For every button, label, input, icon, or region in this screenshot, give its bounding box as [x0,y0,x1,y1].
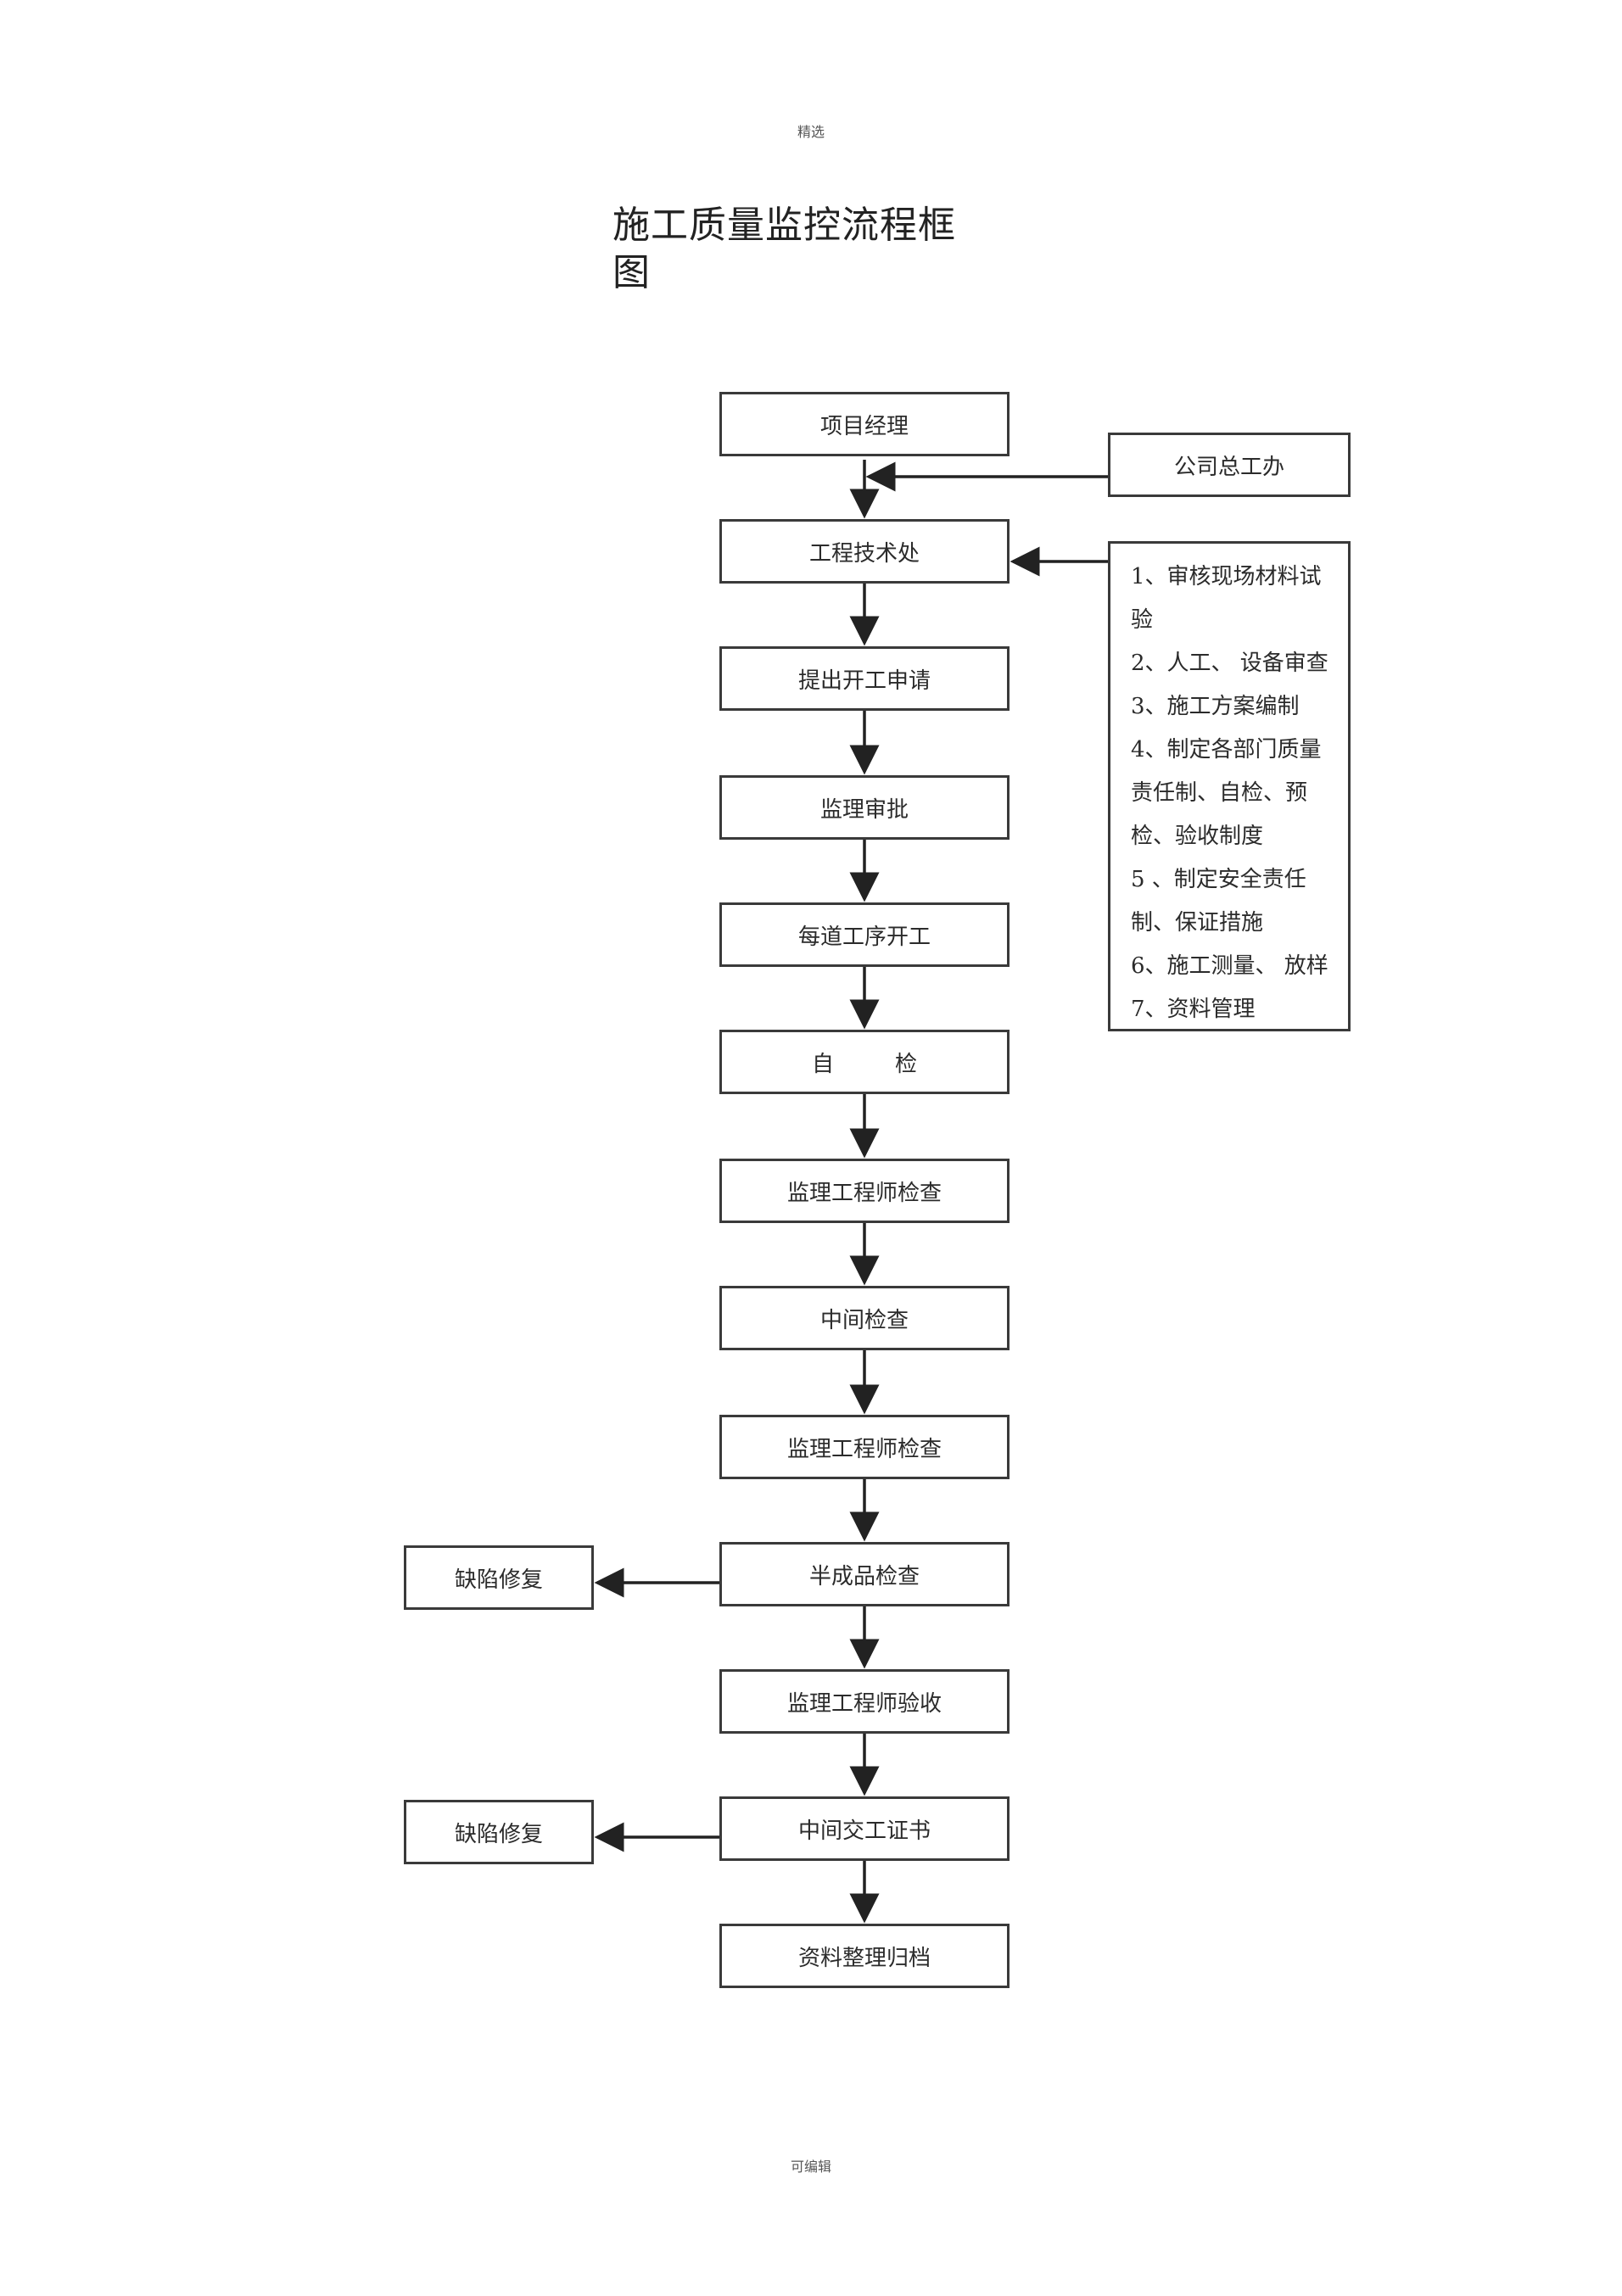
task-line: 2、人工、 设备审查 [1131,651,1328,676]
supervision-approval-box: 监理审批 [719,775,1010,840]
task-line: 7、资料管理 [1131,997,1256,1022]
self-check-box: 自 检 [719,1030,1010,1094]
task-line: 6、施工测量、 放样 [1131,953,1328,979]
self-check-char-2: 检 [895,1051,918,1077]
defect-repair-box-2: 缺陷修复 [404,1800,594,1864]
handover-certificate-box: 中间交工证书 [719,1796,1010,1861]
midway-check-box: 中间检查 [719,1286,1010,1350]
engineering-dept-box: 工程技术处 [719,519,1010,584]
engineer-check-box-1: 监理工程师检查 [719,1159,1010,1223]
page-footer-mark: 可编辑 [790,2159,831,2175]
project-manager-box: 项目经理 [719,392,1010,456]
start-application-box: 提出开工申请 [719,646,1010,711]
task-line: 制、保证措施 [1131,910,1264,936]
self-check-char-1: 自 [811,1051,834,1077]
task-line: 1、审核现场材料试 [1131,564,1322,589]
archive-box: 资料整理归档 [719,1924,1010,1988]
engineering-tasks-box: 1、审核现场材料试 验 2、人工、 设备审查 3、施工方案编制 4、制定各部门质… [1108,541,1351,1031]
task-line: 3、施工方案编制 [1131,694,1300,719]
page-title: 施工质量监控流程框图 [612,204,956,294]
semi-product-check-box: 半成品检查 [719,1542,1010,1606]
company-chief-office-box: 公司总工办 [1108,433,1351,497]
defect-repair-box-1: 缺陷修复 [404,1545,594,1610]
task-line: 检、验收制度 [1131,824,1264,849]
engineer-check-box-2: 监理工程师检查 [719,1415,1010,1479]
process-start-box: 每道工序开工 [719,902,1010,967]
task-line: 5 、制定安全责任 [1131,867,1306,892]
engineer-acceptance-box: 监理工程师验收 [719,1669,1010,1734]
task-line: 4、制定各部门质量 [1131,737,1322,763]
task-line: 验 [1131,607,1154,633]
page-header-mark: 精选 [797,124,825,140]
task-line: 责任制、自检、预 [1131,780,1308,806]
